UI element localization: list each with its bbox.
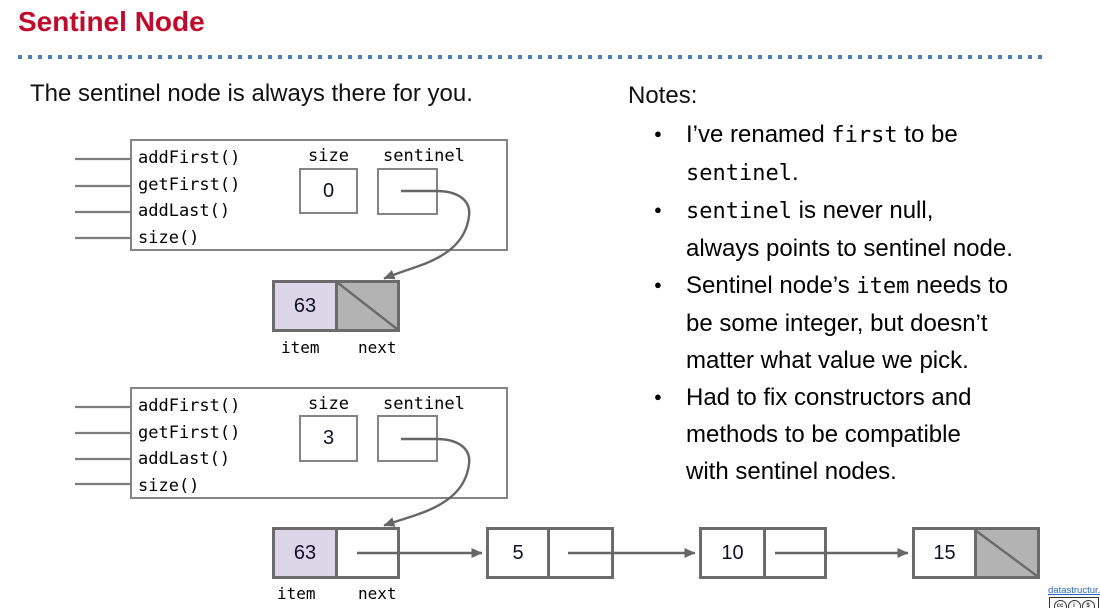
item-value: 63 [293, 294, 317, 317]
cc-icon: cc [1053, 599, 1067, 608]
size-box: 0 [299, 168, 358, 214]
next-cell-null [338, 283, 397, 329]
size-label: size [308, 146, 349, 166]
footer-link[interactable]: datastructur. [1048, 585, 1100, 596]
cc-license-badge[interactable]: cc i $ [1049, 597, 1099, 608]
next-cell [766, 530, 824, 576]
sentinel-box [377, 415, 438, 462]
item-cell: 63 [275, 530, 338, 576]
item-cell: 15 [915, 530, 977, 576]
bullet-dot-icon: ● [654, 389, 662, 404]
method-label: size() [138, 227, 200, 248]
next-cell [338, 530, 397, 576]
size-value: 0 [322, 179, 335, 202]
subtitle: The sentinel node is always there for yo… [30, 80, 473, 107]
method-list: addFirst() getFirst() addLast() size() [138, 393, 240, 499]
method-stub-lines [75, 157, 131, 486]
size-label: size [308, 394, 349, 414]
method-label: addFirst() [138, 396, 241, 416]
list-node: 10 [699, 527, 827, 579]
method-list: addFirst() getFirst() addLast() size() [138, 145, 240, 251]
item-value: 15 [933, 541, 956, 564]
size-value: 3 [322, 427, 335, 449]
method-label: getFirst() [138, 174, 241, 195]
sentinel-label: sentinel [383, 146, 465, 166]
bullet-dot-icon: ● [654, 277, 662, 292]
item-value: 5 [512, 541, 524, 564]
by-icon: i [1067, 599, 1081, 608]
nc-icon: $ [1081, 599, 1095, 608]
next-cell [550, 530, 611, 576]
sentinel-node: 63 [272, 527, 400, 579]
bullet-dot-icon: ● [654, 202, 662, 217]
item-value: 10 [721, 541, 744, 564]
item-cell: 5 [489, 530, 550, 576]
list-node: 5 [486, 527, 614, 579]
method-label: addLast() [138, 449, 231, 469]
next-cell-label: next [358, 338, 397, 357]
item-cell: 10 [702, 530, 766, 576]
bullet-dot-icon: ● [654, 126, 662, 141]
item-cell: 63 [275, 283, 338, 329]
note-text: sentinel is never null,always points to … [686, 197, 1013, 262]
item-cell-label: item [281, 338, 320, 357]
item-cell-label: item [277, 584, 316, 603]
method-label: addFirst() [138, 148, 241, 168]
sentinel-box [377, 168, 438, 215]
page-title: Sentinel Node [18, 6, 205, 37]
next-cell-null [977, 530, 1037, 576]
size-box: 3 [299, 415, 358, 462]
list-node: 15 [912, 527, 1040, 579]
method-label: size() [138, 475, 200, 496]
sentinel-node: 63 [272, 280, 400, 332]
notes-heading: Notes: [628, 82, 698, 109]
method-label: getFirst() [138, 422, 241, 443]
method-label: addLast() [138, 201, 231, 221]
dotted-divider [18, 55, 1048, 59]
sentinel-label: sentinel [383, 394, 465, 414]
note-bullet: ● sentinel is never null,always points to… [628, 192, 1080, 267]
item-value: 63 [293, 541, 317, 564]
next-cell-label: next [358, 584, 397, 603]
